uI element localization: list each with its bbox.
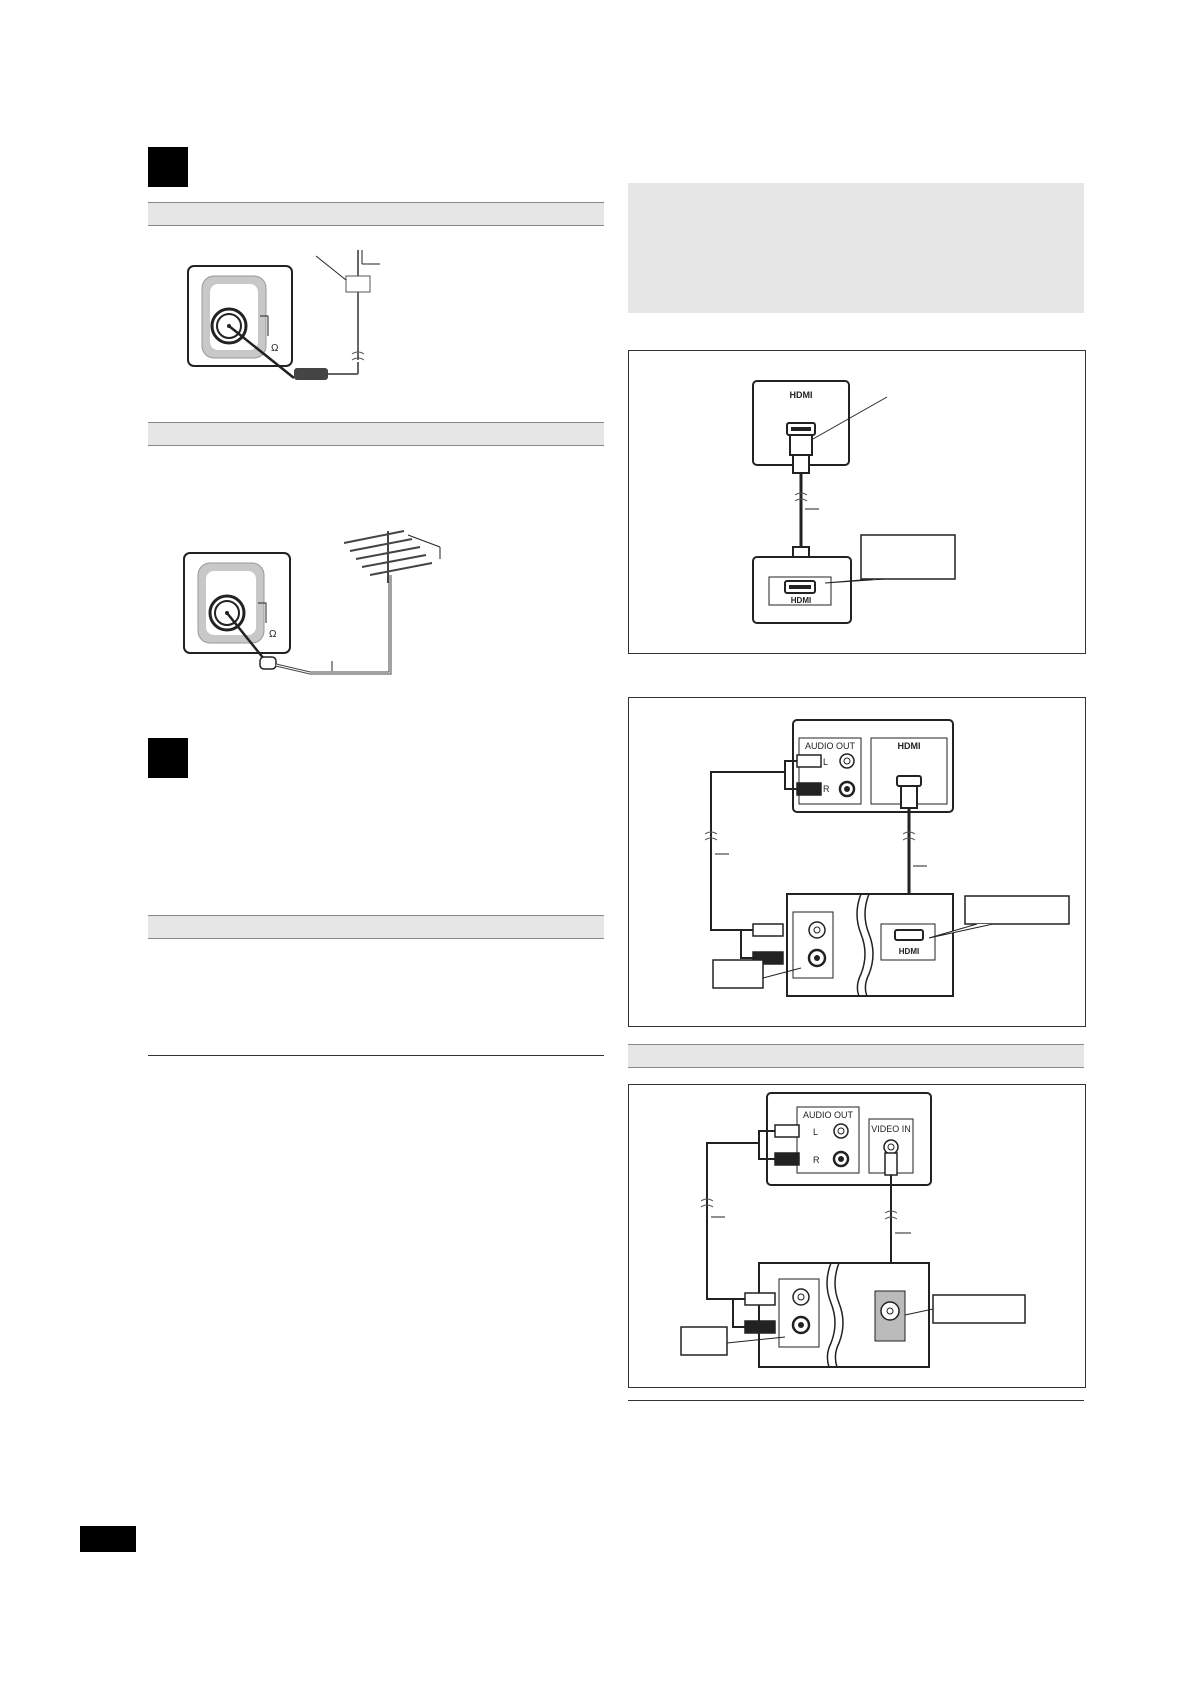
frame-hdmi-audio-connection: AUDIO OUT L R HDMI bbox=[628, 697, 1086, 1027]
left-column-rule bbox=[148, 1055, 604, 1056]
video-audio-connection-diagram: AUDIO OUT L R VIDEO IN bbox=[680, 1092, 1026, 1368]
left-channel-label: L bbox=[823, 757, 828, 767]
step-marker-b bbox=[148, 738, 188, 778]
ohm-symbol: Ω bbox=[271, 343, 279, 354]
audio-out-label: AUDIO OUT bbox=[803, 1110, 854, 1120]
video-in-label: VIDEO IN bbox=[871, 1124, 911, 1134]
left-channel-label: L bbox=[813, 1127, 818, 1137]
fm-indoor-wire bbox=[294, 250, 380, 380]
right-channel-label: R bbox=[813, 1155, 820, 1165]
frame-video-audio-connection: AUDIO OUT L R VIDEO IN bbox=[628, 1084, 1086, 1388]
section-bar-fm-indoor bbox=[148, 202, 604, 226]
hdmi-logo-top: HDMI bbox=[790, 390, 813, 400]
hdmi-connection-diagram: HDMI HDMI bbox=[752, 380, 956, 624]
right-channel-label: R bbox=[823, 784, 830, 794]
page-number-tab bbox=[80, 1526, 136, 1552]
outdoor-antenna-icon bbox=[343, 530, 441, 583]
frame-hdmi-connection: HDMI HDMI bbox=[628, 350, 1086, 654]
fm-outdoor-antenna-diagram: Ω bbox=[183, 552, 392, 675]
step-marker-a bbox=[148, 147, 188, 187]
section-bar-fm-outdoor bbox=[148, 422, 604, 446]
info-box bbox=[628, 183, 1084, 313]
hdmi-logo-bottom: HDMI bbox=[899, 947, 919, 956]
hdmi-audio-connection-diagram: AUDIO OUT L R HDMI bbox=[704, 719, 1070, 997]
fm-indoor-antenna-diagram: Ω bbox=[187, 265, 295, 379]
right-column-rule bbox=[628, 1400, 1084, 1401]
audio-out-label: AUDIO OUT bbox=[805, 741, 856, 751]
section-bar-right-lower bbox=[628, 1044, 1084, 1068]
hdmi-logo-top: HDMI bbox=[898, 741, 921, 751]
section-bar-left-lower bbox=[148, 915, 604, 939]
ohm-symbol: Ω bbox=[269, 629, 277, 640]
hdmi-logo-bottom: HDMI bbox=[791, 596, 811, 605]
